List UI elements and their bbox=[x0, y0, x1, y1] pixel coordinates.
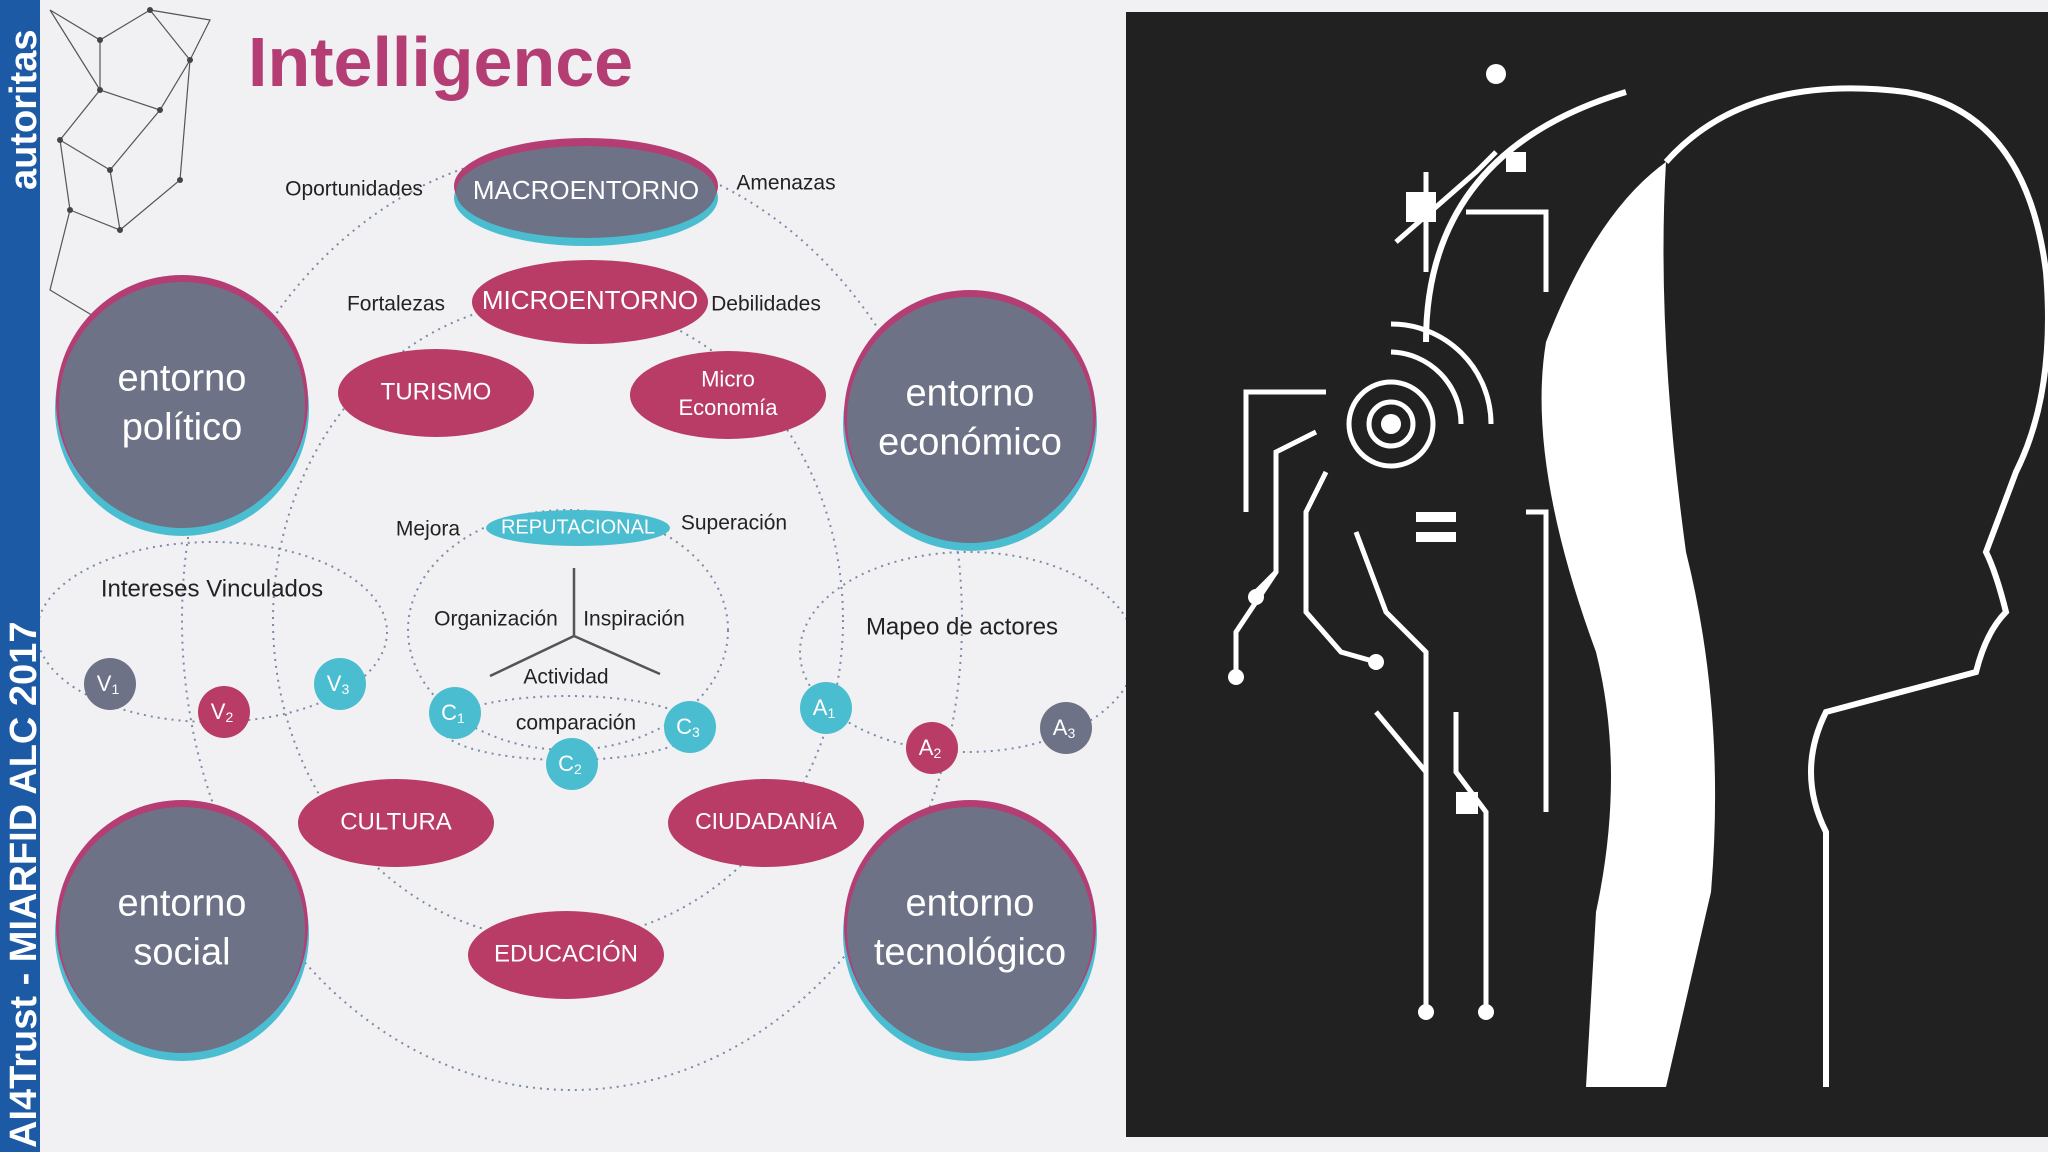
tripod-line bbox=[573, 634, 661, 676]
node-label: A1 bbox=[813, 695, 836, 721]
circuit-head-icon bbox=[1126, 12, 2048, 1137]
intelligence-diagram: entorno político entorno económico entorno so… bbox=[40, 138, 1126, 1091]
node-v1: V1 bbox=[84, 658, 136, 710]
connector-ring-1 bbox=[272, 299, 844, 941]
node-c3: C3 bbox=[664, 701, 716, 753]
pill-label: Economía bbox=[678, 395, 778, 420]
circle-entorno-politico: entorno político bbox=[55, 275, 309, 536]
label-fortalezas: Fortalezas bbox=[347, 293, 445, 316]
label-mejora: Mejora bbox=[396, 518, 461, 541]
connector-ring-2 bbox=[40, 541, 388, 723]
label-mapeo: Mapeo de actores bbox=[866, 613, 1058, 640]
label-amenazas: Amenazas bbox=[736, 172, 835, 195]
pill-label: REPUTACIONAL bbox=[501, 516, 655, 538]
pill-ciudadania: CIUDADANíA bbox=[668, 779, 864, 867]
pill-label: MICROENTORNO bbox=[482, 285, 698, 315]
entorno-label: entorno bbox=[906, 882, 1035, 924]
pill-label: EDUCACIÓN bbox=[494, 940, 638, 967]
circle-entorno-tecnologico: entorno tecnológico bbox=[843, 800, 1097, 1061]
sidebar-band: autoritas AI4Trust - MIARFID ALC 2017 bbox=[0, 0, 45, 1152]
pill-label: CULTURA bbox=[340, 808, 452, 835]
pill-microentorno: MICROENTORNO bbox=[472, 260, 708, 344]
circle-entorno-economico: entorno económico bbox=[843, 290, 1097, 551]
pill-label: Micro bbox=[701, 367, 755, 392]
pill-reputacional: REPUTACIONAL bbox=[486, 510, 670, 546]
diagram-shapes: entorno político entorno económico entorno so… bbox=[55, 138, 1097, 1061]
label-superacion: Superación bbox=[681, 512, 787, 535]
entorno-label: social bbox=[133, 932, 230, 974]
node-a3: A3 bbox=[1040, 702, 1092, 754]
entorno-label: entorno bbox=[906, 372, 1035, 414]
pill-turismo: TURISMO bbox=[338, 349, 534, 437]
label-intereses: Intereses Vinculados bbox=[101, 575, 323, 602]
entorno-label: tecnológico bbox=[874, 932, 1066, 974]
network-decoration bbox=[49, 7, 211, 321]
node-label: V3 bbox=[327, 671, 350, 697]
connector-ring-4 bbox=[799, 551, 1126, 753]
node-label: V1 bbox=[97, 671, 120, 697]
node-c2: C2 bbox=[546, 738, 598, 790]
entorno-label: económico bbox=[878, 422, 1062, 464]
label-actividad: Actividad bbox=[523, 666, 608, 689]
label-inspiracion: Inspiración bbox=[583, 608, 685, 631]
node-v2: V2 bbox=[198, 686, 250, 738]
node-a2: A2 bbox=[906, 722, 958, 774]
connector-ring-3 bbox=[407, 509, 729, 751]
node-label: A2 bbox=[919, 735, 942, 761]
node-a1: A1 bbox=[800, 682, 852, 734]
entorno-label: político bbox=[122, 407, 242, 449]
entorno-label: entorno bbox=[118, 357, 247, 399]
node-label: C2 bbox=[558, 751, 582, 777]
label-comparacion: comparación bbox=[516, 712, 636, 735]
pill-educacion: EDUCACIÓN bbox=[468, 911, 664, 999]
page-title: Intelligence bbox=[248, 23, 634, 101]
node-label: V2 bbox=[211, 699, 234, 725]
pill-label: CIUDADANíA bbox=[695, 808, 838, 834]
node-label: A3 bbox=[1053, 715, 1076, 741]
pill-macroentorno: MACROENTORNO bbox=[454, 138, 718, 246]
node-label: C1 bbox=[441, 700, 465, 726]
node-c1: C1 bbox=[429, 687, 481, 739]
pill-label: TURISMO bbox=[381, 378, 492, 405]
label-oportunidades: Oportunidades bbox=[285, 178, 423, 201]
entorno-label: entorno bbox=[118, 882, 247, 924]
pill-label: MACROENTORNO bbox=[473, 175, 699, 205]
label-debilidades: Debilidades bbox=[711, 293, 821, 316]
node-label: C3 bbox=[676, 714, 700, 740]
circle-entorno-social: entorno social bbox=[55, 800, 309, 1061]
ai-head-image bbox=[1126, 12, 2048, 1137]
node-v3: V3 bbox=[314, 658, 366, 710]
label-organizacion: Organización bbox=[434, 608, 558, 631]
pill-cultura: CULTURA bbox=[298, 779, 494, 867]
tripod-line bbox=[489, 634, 575, 678]
